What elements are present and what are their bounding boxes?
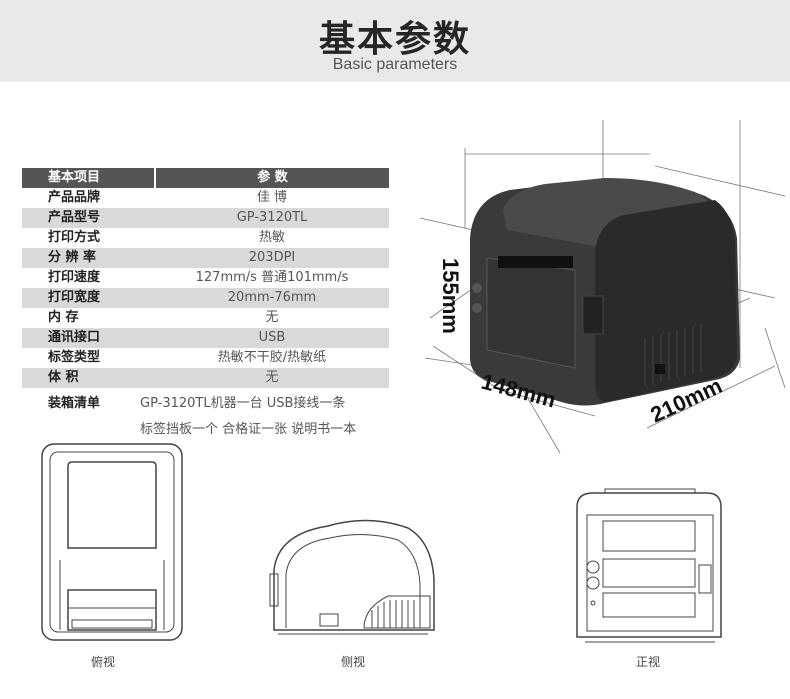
spec-value: 佳 博: [155, 188, 389, 208]
spec-value: 20mm-76mm: [155, 288, 389, 308]
table-row: 打印方式 热敏: [22, 228, 389, 248]
spec-value: 无: [155, 368, 389, 388]
table-row: 产品型号 GP-3120TL: [22, 208, 389, 228]
spec-table: 基本项目 参 数 产品品牌 佳 博 产品型号 GP-3120TL 打印方式 热敏…: [22, 168, 389, 388]
spec-table-header: 基本项目 参 数: [22, 168, 389, 188]
packing-line-2: 标签挡板一个 合格证一张 说明书一本: [140, 422, 357, 437]
table-row: 打印速度 127mm/s 普通101mm/s: [22, 268, 389, 288]
printer-top-view-drawing: [41, 443, 183, 641]
header-banner: 基本参数 Basic parameters: [0, 0, 790, 82]
table-row: 打印宽度 20mm-76mm: [22, 288, 389, 308]
spec-value: 无: [155, 308, 389, 328]
table-row: 产品品牌 佳 博: [22, 188, 389, 208]
page-title: 基本参数: [318, 19, 471, 60]
spec-header-value: 参 数: [155, 168, 389, 188]
printer-photo: [470, 178, 740, 406]
spec-key: 产品品牌: [22, 188, 155, 208]
table-row: 标签类型 热敏不干胶/热敏纸: [22, 348, 389, 368]
packing-key: 装箱清单: [48, 396, 101, 411]
view-caption-side: 侧视: [341, 655, 366, 669]
table-row: 内 存 无: [22, 308, 389, 328]
spec-key: 分 辨 率: [22, 248, 155, 268]
table-row: 体 积 无: [22, 368, 389, 388]
dimension-height-label: 155mm: [438, 258, 463, 334]
table-row: 分 辨 率 203DPI: [22, 248, 389, 268]
spec-key: 内 存: [22, 308, 155, 328]
spec-value: GP-3120TL: [155, 208, 389, 228]
page-subtitle: Basic parameters: [332, 56, 458, 73]
spec-key: 产品型号: [22, 208, 155, 228]
spec-value: USB: [155, 328, 389, 348]
spec-value: 热敏不干胶/热敏纸: [155, 348, 389, 368]
printer-side-view-drawing: [269, 519, 435, 635]
view-caption-front: 正视: [636, 655, 661, 669]
spec-key: 通讯接口: [22, 328, 155, 348]
spec-header-key: 基本项目: [22, 168, 156, 188]
spec-value: 热敏: [155, 228, 389, 248]
printer-dimension-diagram: 155mm 148mm 210mm: [419, 120, 786, 453]
spec-key: 标签类型: [22, 348, 155, 368]
table-row: 通讯接口 USB: [22, 328, 389, 348]
spec-key: 体 积: [22, 368, 155, 388]
spec-key: 打印速度: [22, 268, 155, 288]
spec-value: 127mm/s 普通101mm/s: [155, 268, 389, 288]
spec-value: 203DPI: [155, 248, 389, 268]
spec-key: 打印宽度: [22, 288, 155, 308]
packing-line-1: GP-3120TL机器一台 USB接线一条: [140, 396, 346, 411]
view-caption-top: 俯视: [91, 655, 116, 669]
printer-front-view-drawing: [576, 488, 722, 643]
spec-key: 打印方式: [22, 228, 155, 248]
